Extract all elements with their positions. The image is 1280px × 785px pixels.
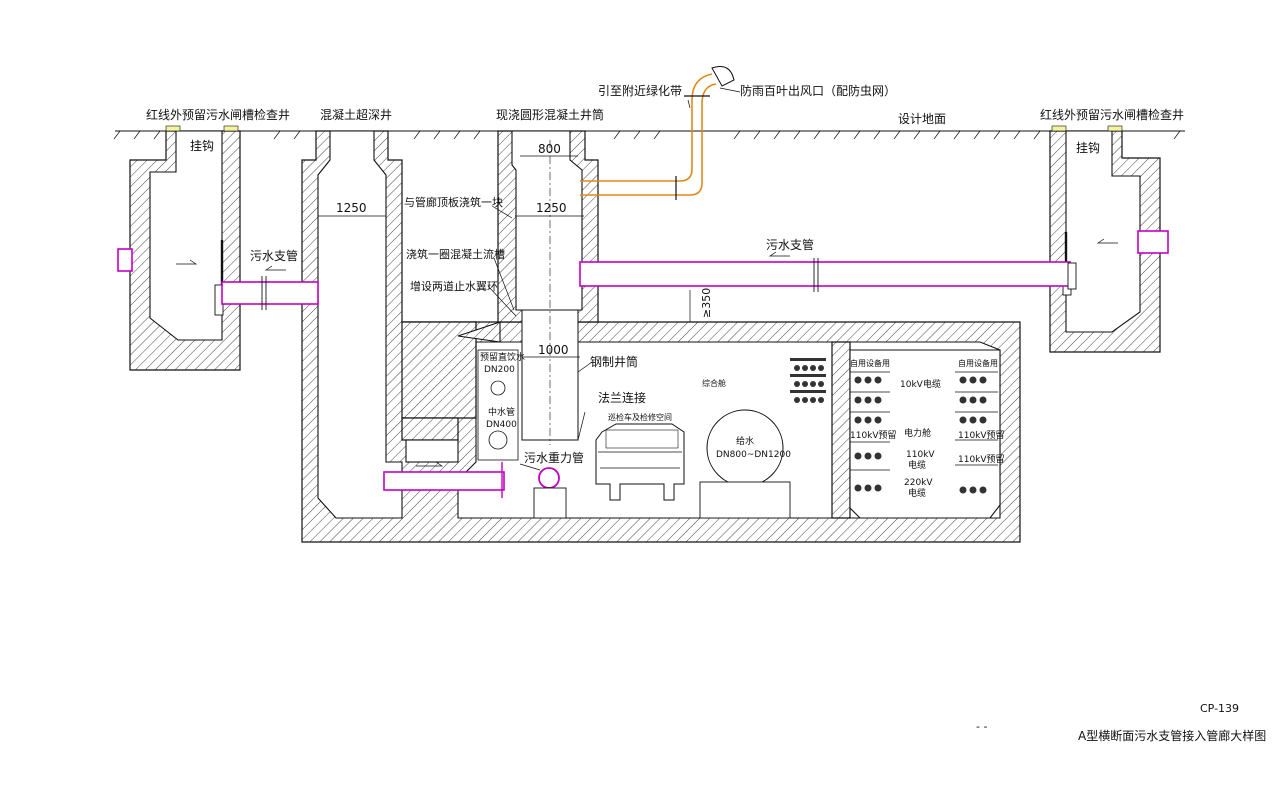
cable-10kv-label: 10kV电缆 <box>900 378 941 390</box>
leader-lines <box>487 87 741 471</box>
flow-arrow-icon <box>176 259 198 265</box>
flow-arrow-icon <box>416 461 444 467</box>
cable-220kv-unit: 电缆 <box>908 487 926 499</box>
cast-shaft-title: 现浇圆形混凝土井筒 <box>496 107 604 122</box>
steel-shaft-label: 钢制井筒 <box>590 354 638 369</box>
reclaimed-water-dn: DN400 <box>486 420 517 430</box>
water-stop-label: 增设两道止水翼环 <box>410 279 498 293</box>
cable-110kv-label: 110kV <box>906 450 935 460</box>
tunnel-equipment <box>477 349 998 519</box>
reserved-water-label: 预留直饮水 <box>480 351 525 363</box>
pour-ring-groove-label: 浇筑一圈混凝土流槽 <box>406 247 505 261</box>
pour-with-roof-label: 与管廊顶板浇筑一块 <box>404 195 503 209</box>
drawing-title: A型横断面污水支管接入管廊大样图 <box>1078 728 1266 743</box>
sewer-branch-pipes <box>117 230 1169 519</box>
cable-220kv-label: 220kV <box>904 478 933 488</box>
deep-well-title: 混凝土超深井 <box>320 107 392 122</box>
green-belt-label: 引至附近绿化带 <box>598 83 682 98</box>
vent-cowl-icon <box>711 66 735 87</box>
flow-arrow-icon <box>264 265 286 271</box>
cable-110kv-unit: 电缆 <box>908 459 926 471</box>
power-cabin-label: 电力舱 <box>904 427 931 439</box>
cable-trays-power <box>850 371 998 494</box>
shaft-width-dim: 1250 <box>536 201 567 215</box>
shaft-top-width-dim: 800 <box>538 142 561 156</box>
self-use-left-label: 自用设备用 <box>850 358 890 368</box>
self-use-right-label: 自用设备用 <box>958 358 998 368</box>
flow-arrows <box>176 238 1118 467</box>
vehicle-note: 巡检车及检修空间 <box>608 412 672 422</box>
ground-line <box>113 130 1185 140</box>
integrated-cabin-label: 综合舱 <box>702 378 726 388</box>
water-supply-label: 给水 <box>736 435 754 447</box>
flange-label: 法兰连接 <box>598 390 646 405</box>
left-well-title: 红线外预留污水闸槽检查井 <box>146 107 290 122</box>
branch-pipe-left-label: 污水支管 <box>250 248 298 263</box>
flow-arrow-icon <box>768 251 790 257</box>
water-main-pipe <box>706 409 784 487</box>
branch-pipe-right-label: 污水支管 <box>766 237 814 252</box>
drawing-number: CP-139 <box>1200 702 1239 715</box>
dimension-lines <box>318 155 691 358</box>
text-labels: 红线外预留污水闸槽检查井 混凝土超深井 现浇圆形混凝土井筒 引至附近绿化带 防雨… <box>146 83 1266 743</box>
dash-mark: - - <box>976 720 987 733</box>
inspection-vehicle <box>595 423 685 501</box>
reserved-water-dn: DN200 <box>484 365 515 375</box>
bracket-110kv-left: 110kV预留 <box>850 429 897 441</box>
gravity-pipe-label: 污水重力管 <box>524 450 584 465</box>
design-ground-label: 设计地面 <box>898 112 946 126</box>
vent-pipe <box>580 66 735 200</box>
steel-shaft-width-dim: 1000 <box>538 343 569 357</box>
bracket-110kv-right1: 110kV预留 <box>958 429 1005 441</box>
flow-arrow-icon <box>1096 238 1118 244</box>
min-cover-dim: ≥350 <box>700 288 713 318</box>
right-well-title: 红线外预留污水闸槽检查井 <box>1040 107 1184 122</box>
water-supply-dn: DN800~DN1200 <box>716 450 791 460</box>
bracket-110kv-right2: 110kV预留 <box>958 453 1005 465</box>
cable-trays-integrated <box>790 358 826 403</box>
deep-well-width-dim: 1250 <box>336 201 367 215</box>
hook-left-label: 挂钩 <box>190 139 214 153</box>
hook-right-label: 挂钩 <box>1076 141 1100 155</box>
left-inspection-well <box>129 125 241 371</box>
reclaimed-water-label: 中水管 <box>488 406 515 418</box>
louver-vent-label: 防雨百叶出风口（配防虫网） <box>740 83 896 98</box>
